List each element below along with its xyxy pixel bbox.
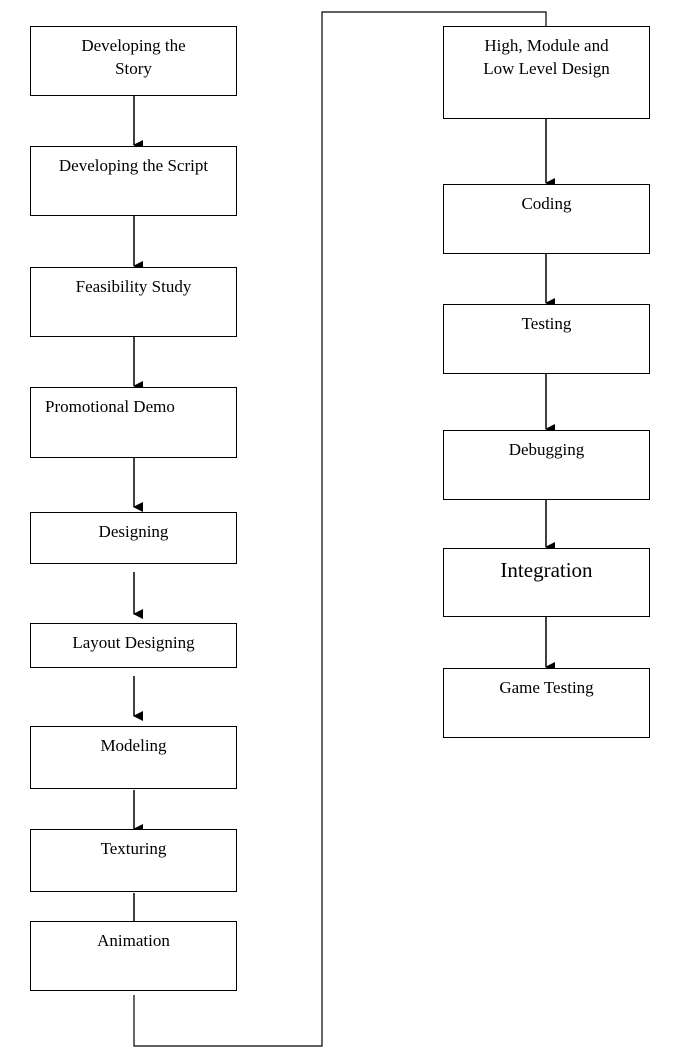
step-label-line: Story [115,59,152,78]
step-texturing: Texturing [30,829,237,892]
step-label-line: Game Testing [499,678,594,697]
step-label-line: Texturing [100,839,167,858]
step-label-line: Integration [500,558,593,582]
step-coding: Coding [443,184,650,254]
step-label-line: Developing the Script [58,156,209,175]
step-feasibility-study: Feasibility Study [30,267,237,337]
step-label-line: Modeling [100,736,167,755]
step-label-line: High, Module and [484,36,609,55]
step-label-line: Feasibility Study [75,277,192,296]
step-label-line: Promotional Demo [45,397,175,416]
step-promotional-demo: Promotional Demo [30,387,237,458]
step-label-line: Developing the [81,36,186,55]
step-label-line: Coding [521,194,572,213]
step-label-line: Layout Designing [72,633,195,652]
step-label-line: Testing [521,314,572,333]
step-label-line: Animation [97,931,170,950]
step-debugging: Debugging [443,430,650,500]
step-label-line: Debugging [508,440,585,459]
step-layout-designing: Layout Designing [30,623,237,668]
step-integration: Integration [443,548,650,617]
step-designing: Designing [30,512,237,564]
step-game-testing: Game Testing [443,668,650,738]
step-modeling: Modeling [30,726,237,789]
step-developing-script: Developing the Script [30,146,237,216]
step-high-module-low-level-design: High, Module and Low Level Design [443,26,650,119]
step-testing: Testing [443,304,650,374]
step-developing-story: Developing the Story [30,26,237,96]
connector-animation-to-design [133,11,547,1047]
step-label-line: Low Level Design [483,59,610,78]
step-label-line: Designing [98,522,169,541]
step-animation: Animation [30,921,237,991]
